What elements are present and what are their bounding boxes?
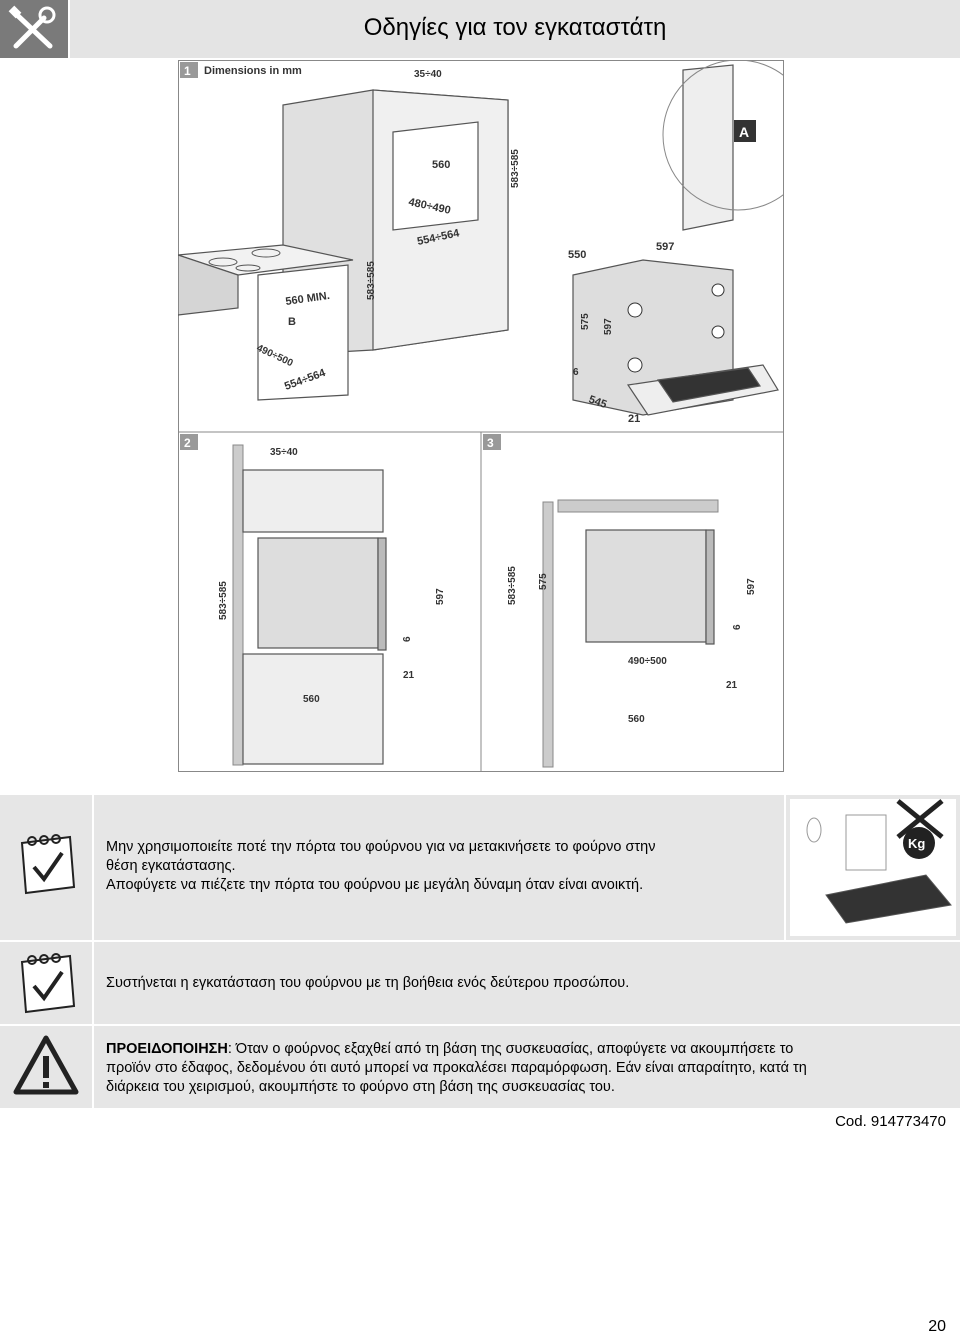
note-1-line-3: Αποφύγετε να πιέζετε την πόρτα του φούρν…	[106, 877, 644, 893]
panel-2-dim-21: 21	[403, 670, 415, 681]
panel-3-dim-583-585: 583÷585	[507, 566, 518, 605]
dim-6: 6	[573, 367, 579, 378]
product-code: Cod. 914773470	[835, 1113, 946, 1130]
dim-550: 550	[568, 249, 586, 261]
header-bar	[70, 0, 960, 58]
warning-row: ΠΡΟΕΙΔΟΠΟΙΗΣΗ: Όταν ο φούρνος εξαχθεί απ…	[0, 1026, 960, 1108]
panel-3-wall	[542, 501, 554, 768]
wrench-screwdriver-icon	[0, 0, 68, 58]
dim-545: 545	[587, 394, 608, 412]
panel-2-dim-6: 6	[402, 636, 413, 642]
dim-21: 21	[628, 413, 640, 425]
dimensions-drawing: 1 Dimensions in mm 35÷40 560 480÷490 554…	[177, 59, 814, 772]
warning-line-3: διάρκεια του χειρισμού, ακουμπήστε το φο…	[106, 1079, 615, 1095]
panel-1-badge	[180, 62, 198, 78]
label-a-badge	[734, 120, 756, 142]
warning-line-1: : Όταν ο φούρνος εξαχθεί από τη βάση της…	[227, 1041, 794, 1057]
panel-2-badge	[180, 434, 198, 450]
dim-583-585: 583÷585	[510, 149, 521, 188]
page-title: Οδηγίες για τον εγκαταστάτη	[363, 14, 667, 41]
panel-2-wall	[232, 444, 244, 766]
warning-heading: ΠΡΟΕΙΔΟΠΟΙΗΣΗ	[106, 1041, 228, 1057]
warning-text: ΠΡΟΕΙΔΟΠΟΙΗΣΗ: Όταν ο φούρνος εξαχθεί απ…	[94, 1026, 960, 1108]
panel-2-dim-597: 597	[435, 588, 446, 605]
note-1-line-2: θέση εγκατάστασης.	[106, 858, 236, 874]
panel-2-dim-583-585: 583÷585	[218, 581, 229, 620]
panel-3-dim-490-500: 490÷500	[628, 656, 667, 667]
panel-3-oven	[585, 529, 715, 645]
panel-2-dim-560: 560	[303, 694, 320, 705]
warning-line-2: προϊόν στο έδαφος, δεδομένου ότι αυτό μπ…	[106, 1060, 807, 1076]
label-a: A	[739, 124, 749, 140]
panel-2-dim-35-40: 35÷40	[270, 447, 298, 458]
page-header: Οδηγίες για τον εγκαταστάτη	[0, 0, 960, 60]
dim-560: 560	[432, 159, 450, 171]
cabinet-illustration	[177, 89, 509, 401]
notepad-check-icon	[0, 942, 92, 1024]
panel-3-dim-597: 597	[746, 578, 757, 595]
dim-575: 575	[580, 313, 591, 330]
panel-2-oven	[242, 469, 387, 765]
oven-illustration	[572, 64, 779, 416]
panel-3-dim-560: 560	[628, 714, 645, 725]
note-row-1: Μην χρησιμοποιείτε ποτέ την πόρτα του φο…	[0, 795, 960, 940]
dim-583-585-b: 583÷585	[366, 261, 377, 300]
notepad-check-icon	[0, 795, 92, 940]
panel-3-dim-575: 575	[538, 573, 549, 590]
dim-35-40: 35÷40	[414, 69, 442, 80]
panel-3-top-shelf	[557, 499, 719, 513]
panel-1-number: 1	[184, 64, 191, 78]
label-b: B	[288, 316, 296, 328]
panel-1-title: Dimensions in mm	[204, 65, 302, 77]
page-number: 20	[928, 1318, 946, 1335]
note-1-line-1: Μην χρησιμοποιείτε ποτέ την πόρτα του φο…	[106, 839, 656, 855]
dim-597: 597	[656, 241, 674, 253]
note-2-text: Συστήνεται η εγκατάσταση του φούρνου με …	[94, 942, 960, 1024]
panel-3-dim-21: 21	[726, 680, 738, 691]
warning-triangle-icon	[0, 1026, 92, 1108]
note-1-text: Μην χρησιμοποιείτε ποτέ την πόρτα του φο…	[94, 795, 784, 940]
oven-door-weight-image: Kg	[786, 795, 960, 940]
panel-3-badge	[483, 434, 501, 450]
note-row-2: Συστήνεται η εγκατάσταση του φούρνου με …	[0, 942, 960, 1024]
panel-3-number: 3	[487, 436, 494, 450]
installation-diagram: 1 Dimensions in mm 35÷40 560 480÷490 554…	[177, 59, 814, 772]
panel-3-dim-6: 6	[732, 624, 743, 630]
panel-2-number: 2	[184, 436, 191, 450]
kg-label: Kg	[908, 836, 925, 851]
dim-597-b: 597	[603, 318, 614, 335]
note-2-line-1: Συστήνεται η εγκατάσταση του φούρνου με …	[106, 975, 630, 991]
